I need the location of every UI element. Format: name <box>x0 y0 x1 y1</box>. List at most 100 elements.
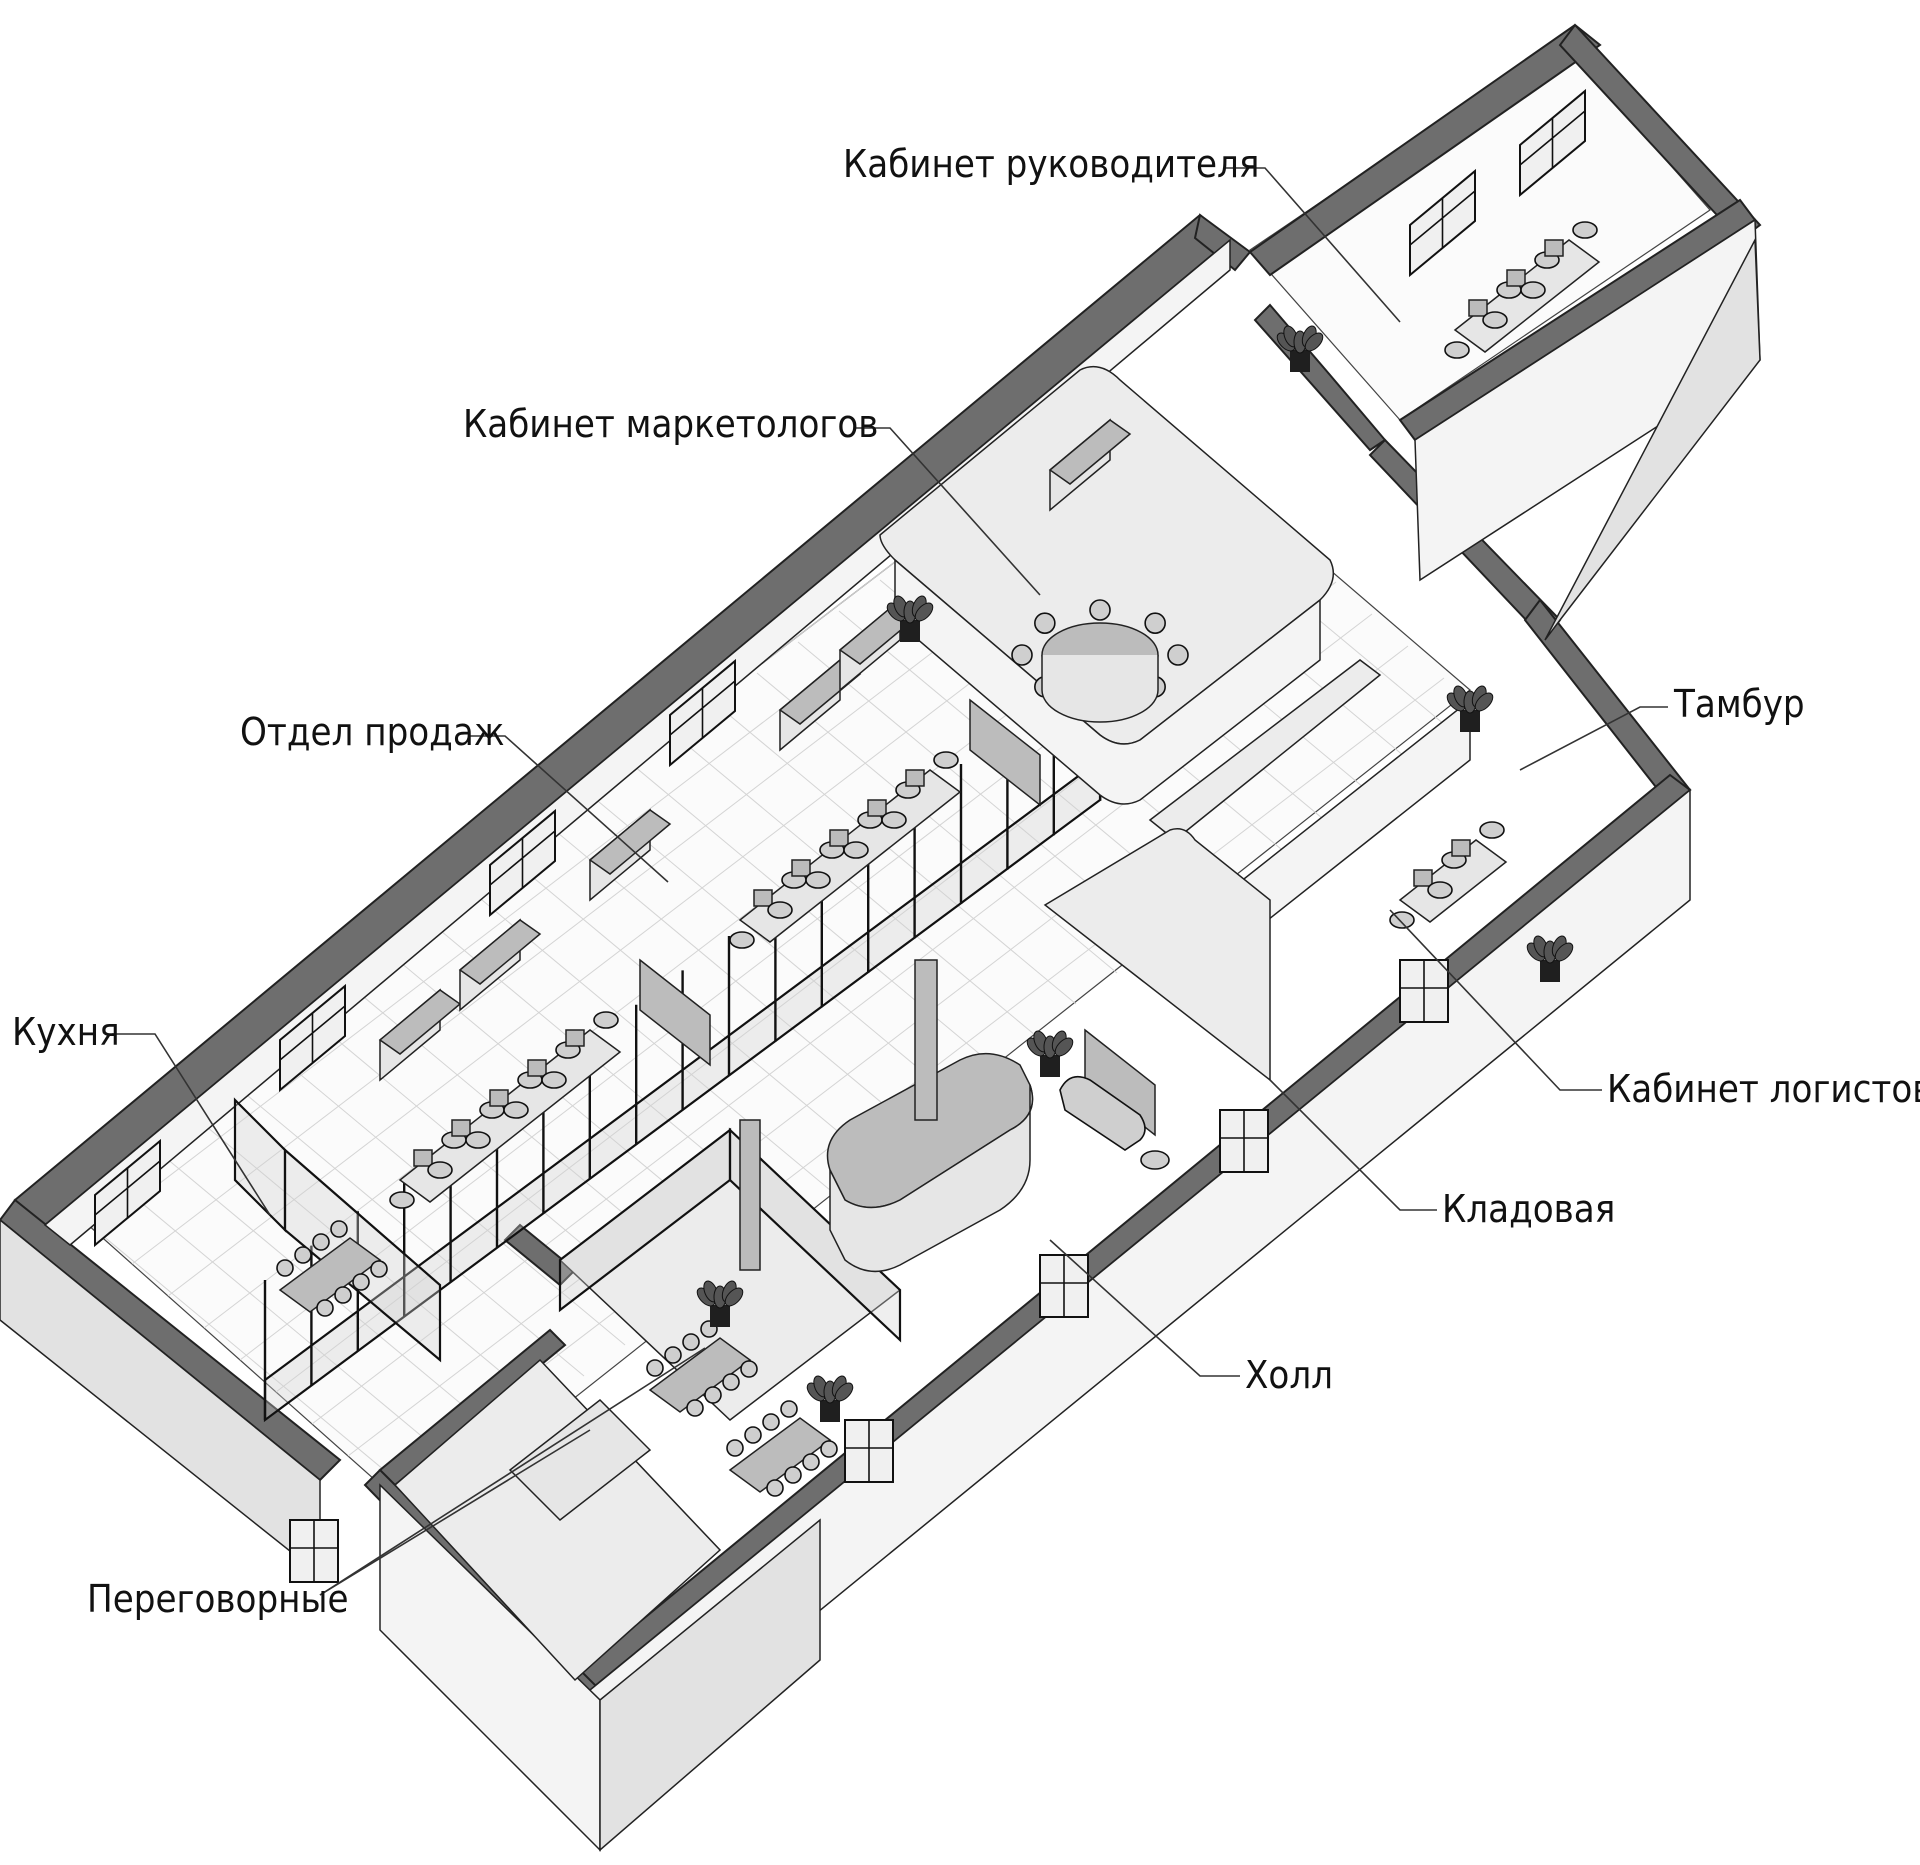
meeting-chair <box>766 1479 784 1497</box>
plant-leaf <box>1304 332 1324 352</box>
monitor <box>791 859 811 877</box>
meeting-chair <box>744 1426 762 1444</box>
meeting-chair <box>740 1360 758 1378</box>
meeting-chair <box>312 1233 330 1251</box>
meeting-chair <box>294 1246 312 1264</box>
leader-vestibule <box>1519 706 1668 771</box>
monitor <box>451 1119 471 1137</box>
leader-logistics-office <box>1389 909 1602 1091</box>
office-chair <box>503 1101 529 1119</box>
window-transom <box>94 1160 161 1216</box>
meeting-chair <box>762 1413 780 1431</box>
monitor <box>1451 839 1471 857</box>
plant <box>1026 1030 1074 1077</box>
meeting-chair <box>802 1453 820 1471</box>
monitor <box>1468 299 1488 317</box>
leader-sales-department <box>470 735 669 883</box>
office-chair <box>767 901 793 919</box>
plant-pot <box>1290 350 1310 372</box>
plant <box>1526 935 1574 982</box>
meeting-chair <box>352 1273 370 1291</box>
meeting-chair <box>334 1286 352 1304</box>
plant <box>1446 685 1494 732</box>
plant-leaf <box>834 1382 854 1402</box>
north-window <box>1519 88 1586 198</box>
plant-leaf <box>1054 1037 1074 1057</box>
tv-screen <box>969 698 1041 807</box>
monitor <box>489 1089 509 1107</box>
tile-line <box>383 677 1445 1489</box>
meeting-chair <box>784 1466 802 1484</box>
office-chair <box>1444 341 1470 359</box>
plant-pot <box>1040 1055 1060 1077</box>
tv-screen <box>1084 1028 1156 1137</box>
label-marketing-office: Кабинет маркетологов <box>463 402 878 446</box>
cabinet <box>1048 418 1132 512</box>
monitor <box>867 799 887 817</box>
plant-pot <box>1540 960 1560 982</box>
office-chair <box>1520 281 1546 299</box>
plant-leaf <box>1474 692 1494 712</box>
leader-kitchen <box>112 1033 271 1216</box>
monitor <box>753 889 773 907</box>
office-chair <box>427 1161 453 1179</box>
meeting-table <box>648 1337 752 1413</box>
tv-screen <box>639 958 711 1067</box>
round-table-chair <box>1011 644 1033 666</box>
monitor <box>1413 869 1433 887</box>
tile-line <box>674 734 1036 1036</box>
coffee-table <box>1140 1150 1170 1170</box>
round-table-chair <box>1144 612 1166 634</box>
label-hall: Холл <box>1245 1353 1333 1397</box>
meeting-chair <box>330 1220 348 1238</box>
office-chair <box>933 751 959 769</box>
meeting-table <box>728 1417 832 1493</box>
south-window <box>1039 1254 1089 1318</box>
leader-ceo-office <box>1225 167 1401 323</box>
leader-marketing-office <box>855 427 1041 596</box>
tile-line <box>264 1044 626 1346</box>
tile-line <box>756 672 1118 974</box>
cabinet <box>588 808 672 902</box>
meeting-chair <box>722 1373 740 1391</box>
plant-pot <box>900 620 920 642</box>
plant-leaf <box>724 1287 744 1307</box>
plant-pot <box>820 1400 840 1422</box>
monitor <box>527 1059 547 1077</box>
meeting-table <box>278 1237 382 1313</box>
plant <box>696 1280 744 1327</box>
cabinet-top <box>1048 419 1132 485</box>
north-window <box>489 808 556 918</box>
cabinet-top <box>588 809 672 875</box>
label-storage-room: Кладовая <box>1442 1187 1615 1231</box>
meeting-chair <box>704 1386 722 1404</box>
plant-leaf <box>914 602 934 622</box>
sofa-body <box>1059 1075 1146 1151</box>
leader-meeting-room-1 <box>319 1429 591 1596</box>
plant-pot <box>1460 710 1480 732</box>
window-transom <box>669 680 736 736</box>
meeting-chair <box>686 1399 704 1417</box>
monitor <box>905 769 925 787</box>
meeting-chair <box>780 1400 798 1418</box>
leader-meeting-room-2 <box>319 1347 706 1596</box>
office-chair <box>1427 881 1453 899</box>
cabinet <box>378 988 462 1082</box>
plant-leaf <box>1554 942 1574 962</box>
round-table <box>1041 622 1159 723</box>
monitor <box>829 829 849 847</box>
south-window <box>1399 959 1449 1023</box>
office-chair <box>389 1191 415 1209</box>
tile-line <box>592 796 954 1098</box>
monitor <box>1506 269 1526 287</box>
leader-hall <box>1049 1239 1240 1377</box>
south-window <box>1219 1109 1269 1173</box>
north-window <box>1409 168 1476 278</box>
tile-line <box>715 703 1077 1005</box>
label-kitchen: Кухня <box>12 1010 120 1054</box>
office-chair <box>1572 221 1598 239</box>
monitor <box>1544 239 1564 257</box>
office-chair <box>805 871 831 889</box>
label-ceo-office: Кабинет руководителя <box>843 142 1259 186</box>
plant <box>886 595 934 642</box>
